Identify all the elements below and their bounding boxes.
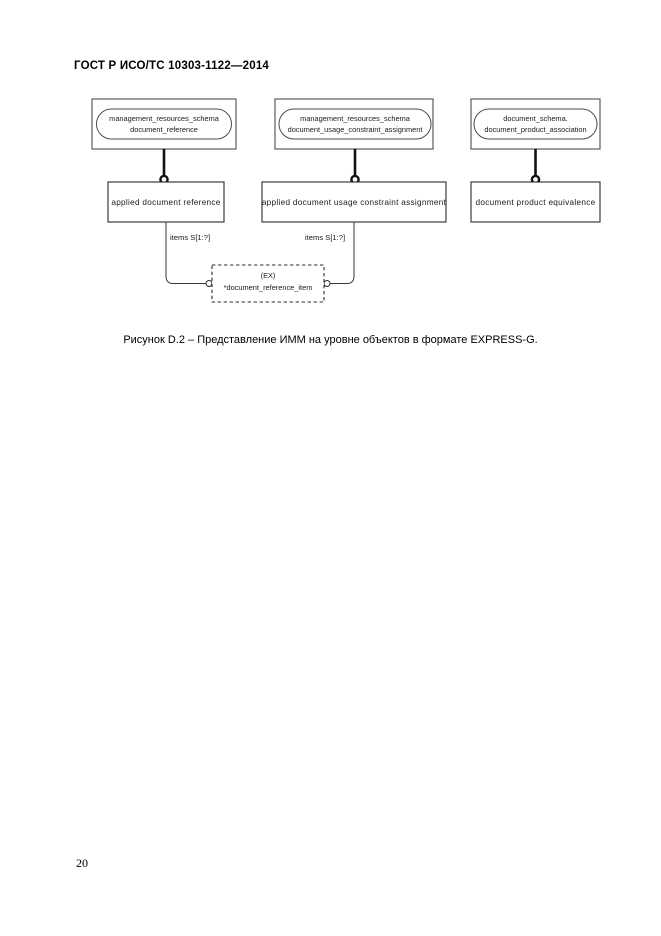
entity-box-3-label: document product equivalence [476,198,596,207]
entity-box-2: applied document usage constraint assign… [261,181,447,223]
schema-box-1-line1: management_resources_schema [109,114,220,123]
schema-box-3-line1: document_schema. [503,114,568,123]
page-number: 20 [76,856,88,870]
document-header-standard-number: ГОСТ Р ИСО/ТС 10303-1122—2014 [74,60,270,72]
schema-to-entity-connector-3 [530,149,541,185]
entity-to-select-connector-right [323,222,355,287]
entity-to-select-connector-left [165,222,213,287]
schema-box-2: management_resources_schema document_usa… [274,98,434,150]
select-type-box-line2: *document_reference_item [224,283,313,292]
entity-box-2-label: applied document usage constraint assign… [262,198,447,207]
edge-label-right: items S[1:?] [305,233,345,242]
schema-to-entity-connector-1 [159,149,169,185]
entity-box-1-rect [107,181,225,223]
select-connector-circle-left [205,280,213,287]
schema-box-3-line2: document_product_association [484,125,586,134]
select-type-box-line1: (EX) [261,271,276,280]
figure-caption: Рисунок D.2 – Представление ИММ на уровн… [123,334,538,346]
entity-box-3: document product equivalence [470,181,601,223]
select-connector-circle-right [323,280,331,287]
schema-box-3: document_schema. document_product_associ… [470,98,601,150]
schema-box-2-line1: management_resources_schema [300,114,411,123]
schema-box-2-rounded [278,108,432,140]
select-type-box: (EX) *document_reference_item [211,264,325,303]
schema-box-3-rounded [473,108,598,140]
schema-to-entity-connector-2 [350,149,360,185]
edge-label-left: items S[1:?] [170,233,210,242]
select-type-box-rect [211,264,325,303]
schema-box-1-line2: document_reference [130,125,198,134]
entity-box-2-rect [261,181,447,223]
express-g-diagram: management_resources_schema document_ref… [0,0,661,400]
entity-box-3-rect [470,181,601,223]
schema-box-1: management_resources_schema document_ref… [91,98,237,150]
schema-box-2-line2: document_usage_constraint_assignment [288,125,423,134]
schema-box-1-rounded [96,108,232,140]
entity-box-1-label: applied document reference [111,198,220,207]
entity-box-1: applied document reference [107,181,225,223]
